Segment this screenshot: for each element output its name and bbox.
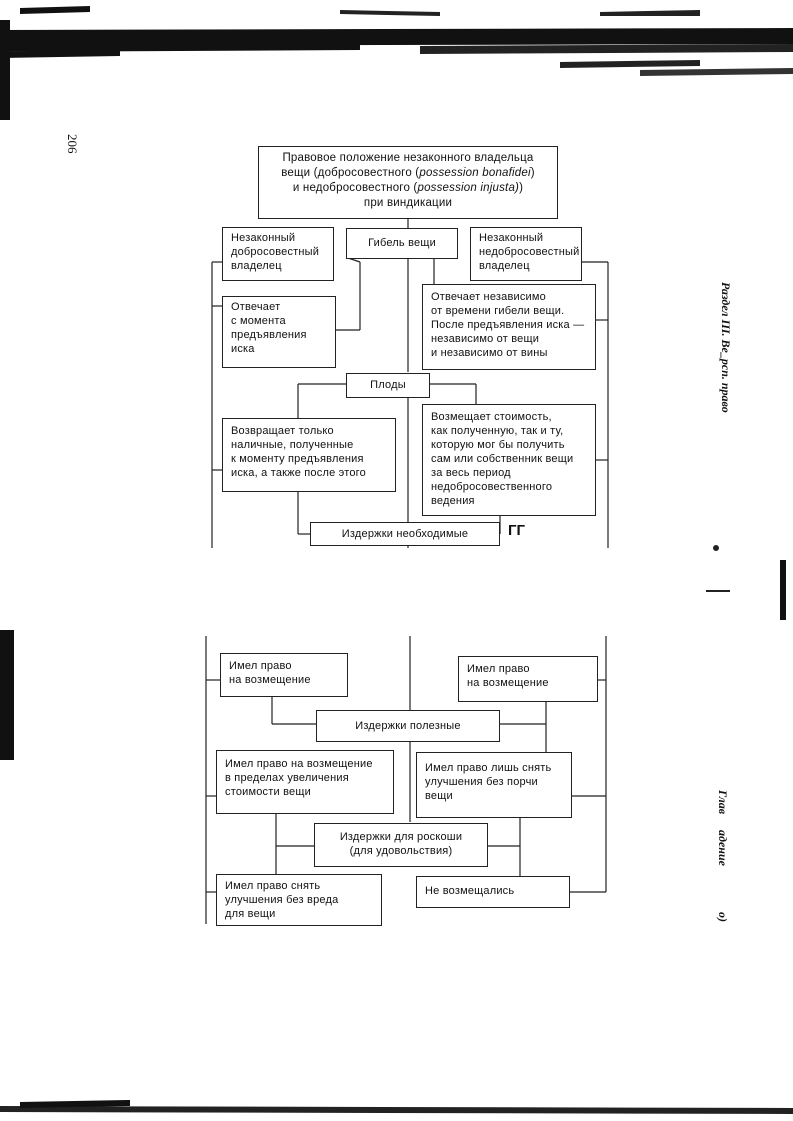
- returns-only-box: Возвращает только наличные, полученные к…: [222, 418, 396, 492]
- title-line-2: вещи (добросовестного (possession bonafi…: [281, 167, 535, 179]
- compensates-value-box: Возмещает стоимость, как полученную, так…: [422, 404, 596, 516]
- useful-expenses-box: Издержки полезные: [316, 710, 500, 742]
- had-right-right-box: Имел право на возмещение: [458, 656, 598, 702]
- stray-mark: ГГ: [508, 522, 526, 539]
- had-right-left-box: Имел право на возмещение: [220, 653, 348, 697]
- necessary-expenses-box: Издержки необходимые: [310, 522, 500, 546]
- bad-faith-owner-box: Незаконный недобросовестный владелец: [470, 227, 582, 281]
- good-faith-owner-box: Незаконный добросовестный владелец: [222, 227, 334, 281]
- loss-of-thing-box: Гибель вещи: [346, 228, 458, 259]
- liable-from-claim-box: Отвечает с момента предъявления иска: [222, 296, 336, 368]
- title-line-3: и недобросовестного (possession injusta)…: [292, 182, 524, 194]
- right-remove-no-damage-box: Имел право лишь снять улучшения без порч…: [416, 752, 572, 818]
- not-compensated-box: Не возмещались: [416, 876, 570, 908]
- title-line-4: при виндикации: [363, 197, 453, 209]
- right-within-increase-box: Имел право на возмещение в пределах увел…: [216, 750, 394, 814]
- fruits-box: Плоды: [346, 373, 430, 398]
- title-line-1: Правовое положение незаконного владельца: [282, 152, 534, 164]
- right-remove-no-harm-box: Имел право снять улучшения без вреда для…: [216, 874, 382, 926]
- luxury-expenses-box: Издержки для роскоши (для удовольствия): [314, 823, 488, 867]
- liable-regardless-box: Отвечает независимо от времени гибели ве…: [422, 284, 596, 370]
- diagram-title-box: Правовое положение незаконного владельца…: [258, 146, 558, 219]
